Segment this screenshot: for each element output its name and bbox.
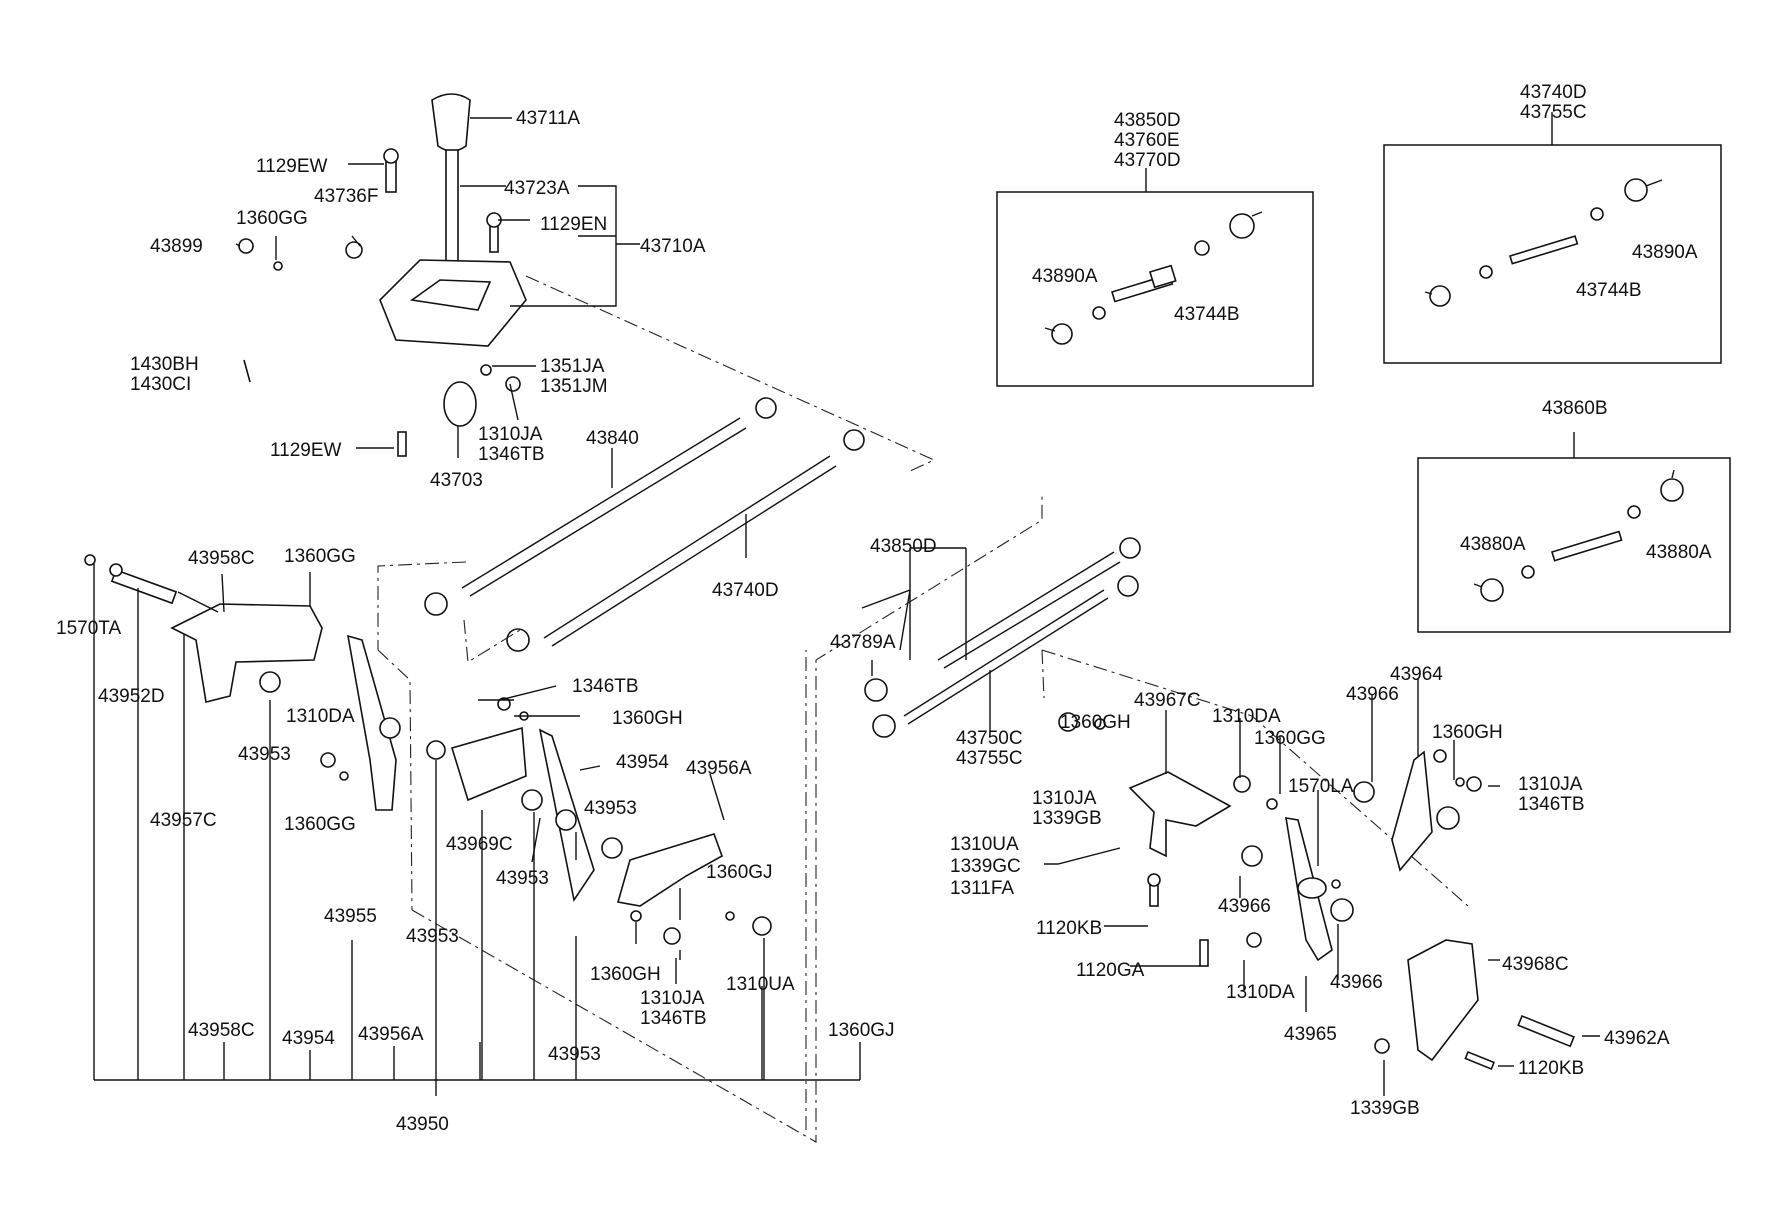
label-43789A: 43789A bbox=[830, 632, 896, 653]
label-43954-mid: 43954 bbox=[616, 752, 669, 773]
label-43956A-low: 43956A bbox=[358, 1024, 424, 1045]
label-1120KB-low: 1120KB bbox=[1518, 1058, 1584, 1079]
label-43956A-mid: 43956A bbox=[686, 758, 752, 779]
label-1310DA-left: 1310DA bbox=[286, 706, 355, 727]
label-43953-mid: 43953 bbox=[406, 926, 459, 947]
label-43703: 43703 bbox=[430, 470, 483, 491]
label-43964: 43964 bbox=[1390, 664, 1443, 685]
label-1311FA: 1311FA bbox=[950, 878, 1014, 899]
label-1360GG-top: 1360GG bbox=[236, 208, 308, 229]
label-43968C: 43968C bbox=[1502, 954, 1569, 975]
label-box1-43850D: 43850D bbox=[1114, 110, 1181, 131]
label-43969C: 43969C bbox=[446, 834, 513, 855]
label-1339GC: 1339GC bbox=[950, 856, 1021, 877]
label-1339GB-right: 1339GB bbox=[1032, 808, 1102, 829]
label-box1-43744B: 43744B bbox=[1174, 304, 1240, 325]
label-1430BH: 1430BH bbox=[130, 354, 199, 375]
label-43966-low: 43966 bbox=[1330, 972, 1383, 993]
label-1120GA: 1120GA bbox=[1076, 960, 1145, 981]
label-box3-43880A-right: 43880A bbox=[1646, 542, 1712, 563]
label-43723A: 43723A bbox=[504, 178, 570, 199]
assembly-dash-lines bbox=[377, 275, 1469, 1143]
label-box3-43860B: 43860B bbox=[1542, 398, 1608, 419]
label-43750C: 43750C bbox=[956, 728, 1023, 749]
label-43850D: 43850D bbox=[870, 536, 937, 557]
leader-lines bbox=[93, 117, 1600, 1096]
label-box1-43770D: 43770D bbox=[1114, 150, 1181, 171]
label-43740D-rod: 43740D bbox=[712, 580, 779, 601]
label-1360GH-far: 1360GH bbox=[1432, 722, 1503, 743]
label-43954-low: 43954 bbox=[282, 1028, 335, 1049]
label-1360GG-right: 1360GG bbox=[1254, 728, 1326, 749]
label-43711A: 43711A bbox=[516, 108, 580, 129]
label-43957C: 43957C bbox=[150, 810, 217, 831]
lower-right-parts bbox=[1058, 712, 1575, 1071]
label-43966-mid: 43966 bbox=[1218, 896, 1271, 917]
label-1129EW-bottom: 1129EW bbox=[270, 440, 342, 461]
label-1346TB-top: 1346TB bbox=[478, 444, 545, 465]
label-1346TB-mid: 1346TB bbox=[572, 676, 639, 697]
label-1346TB-low: 1346TB bbox=[640, 1008, 707, 1029]
shift-lever-assembly bbox=[238, 93, 527, 457]
label-43958C-top: 43958C bbox=[188, 548, 255, 569]
label-1339GB-low: 1339GB bbox=[1350, 1098, 1420, 1119]
kit-box-43850D bbox=[996, 168, 1314, 387]
label-1310JA-low: 1310JA bbox=[640, 988, 705, 1009]
label-43953-low: 43953 bbox=[548, 1044, 601, 1065]
label-box2-43744B: 43744B bbox=[1576, 280, 1642, 301]
label-1430CI: 1430CI bbox=[130, 374, 191, 395]
label-1360GJ-mid: 1360GJ bbox=[706, 862, 773, 883]
label-1310JA-top: 1310JA bbox=[478, 424, 543, 445]
kit-box-43740D bbox=[1383, 112, 1722, 364]
label-1310JA-right: 1310JA bbox=[1032, 788, 1097, 809]
shift-rods bbox=[424, 397, 1141, 738]
part-labels: 43711A 43723A 43710A 1129EW 43736F 1360G… bbox=[56, 82, 1712, 1135]
label-43965: 43965 bbox=[1284, 1024, 1337, 1045]
label-43899: 43899 bbox=[150, 236, 203, 257]
label-43952D: 43952D bbox=[98, 686, 165, 707]
label-1310UA-low: 1310UA bbox=[726, 974, 795, 995]
label-1129EN: 1129EN bbox=[540, 214, 607, 235]
label-1360GH-low: 1360GH bbox=[590, 964, 661, 985]
label-43736F: 43736F bbox=[314, 186, 378, 207]
label-43955: 43955 bbox=[324, 906, 377, 927]
label-43710A: 43710A bbox=[640, 236, 706, 257]
label-43962A: 43962A bbox=[1604, 1028, 1670, 1049]
label-1360GH-mid: 1360GH bbox=[612, 708, 683, 729]
label-1310DA-right: 1310DA bbox=[1212, 706, 1281, 727]
label-1346TB-far: 1346TB bbox=[1518, 794, 1585, 815]
kit-box-43860B bbox=[1417, 432, 1731, 633]
label-1360GH-right: 1360GH bbox=[1060, 712, 1131, 733]
label-43840: 43840 bbox=[586, 428, 639, 449]
label-1351JM: 1351JM bbox=[540, 376, 608, 397]
label-box3-43880A-left: 43880A bbox=[1460, 534, 1526, 555]
label-1351JA: 1351JA bbox=[540, 356, 605, 377]
label-1570LA: 1570LA bbox=[1288, 776, 1354, 797]
lower-left-parts bbox=[84, 554, 772, 945]
label-box1-43760E: 43760E bbox=[1114, 130, 1180, 151]
label-43950: 43950 bbox=[396, 1114, 449, 1135]
label-43953-left: 43953 bbox=[238, 744, 291, 765]
label-box2-43890A: 43890A bbox=[1632, 242, 1698, 263]
label-box2-43755C: 43755C bbox=[1520, 102, 1587, 123]
label-43755C: 43755C bbox=[956, 748, 1023, 769]
label-1129EW-top: 1129EW bbox=[256, 156, 328, 177]
label-box1-43890A: 43890A bbox=[1032, 266, 1098, 287]
label-43967C: 43967C bbox=[1134, 690, 1201, 711]
label-1310JA-far: 1310JA bbox=[1518, 774, 1583, 795]
label-box2-43740D: 43740D bbox=[1520, 82, 1587, 103]
label-43953-center: 43953 bbox=[496, 868, 549, 889]
label-1310DA-low: 1310DA bbox=[1226, 982, 1295, 1003]
label-43966-top: 43966 bbox=[1346, 684, 1399, 705]
label-1360GJ-low: 1360GJ bbox=[828, 1020, 895, 1041]
label-1360GG-left: 1360GG bbox=[284, 546, 356, 567]
label-1360GG-mid: 1360GG bbox=[284, 814, 356, 835]
label-1310UA-right: 1310UA bbox=[950, 834, 1019, 855]
label-43958C-low: 43958C bbox=[188, 1020, 255, 1041]
label-1120KB-mid: 1120KB bbox=[1036, 918, 1102, 939]
label-1570TA: 1570TA bbox=[56, 618, 121, 639]
label-43953-right: 43953 bbox=[584, 798, 637, 819]
